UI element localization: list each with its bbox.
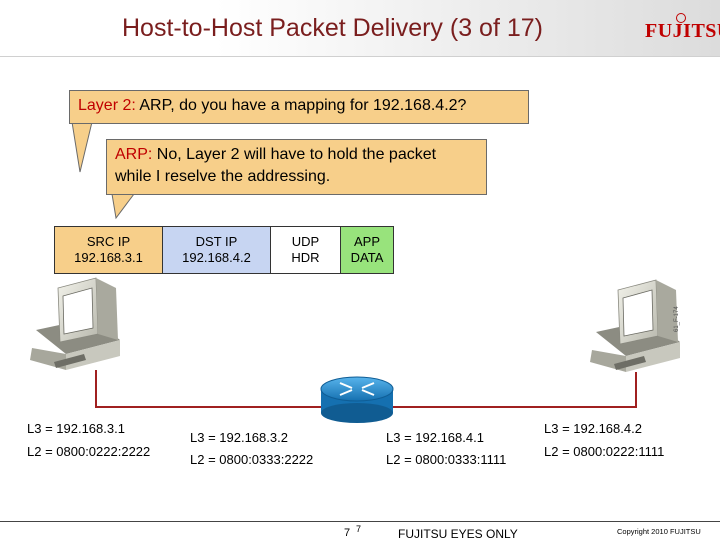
answer-text-line1: No, Layer 2 will have to hold the packet <box>152 146 437 163</box>
packet-cell-line2: 192.168.4.2 <box>182 250 251 265</box>
router-right-l2: L2 = 0800:0333:1111 <box>386 452 507 467</box>
packet-diagram: SRC IP 192.168.3.1 DST IP 192.168.4.2 UD… <box>54 226 394 274</box>
question-bubble: Layer 2: ARP, do you have a mapping for … <box>69 90 529 124</box>
packet-cell-line1: DST IP <box>195 234 238 249</box>
packet-cell-line2: 192.168.3.1 <box>74 250 143 265</box>
answer-label: ARP: <box>115 146 153 163</box>
header-band <box>0 0 720 56</box>
router-right-l3: L3 = 192.168.4.1 <box>386 430 484 445</box>
router-left-l3: L3 = 192.168.3.2 <box>190 430 288 445</box>
packet-cell-line1: APP <box>353 234 380 249</box>
page-number-secondary: 7 <box>356 524 362 534</box>
right-host-l3: L3 = 192.168.4.2 <box>544 421 642 436</box>
left-host-l2: L2 = 0800:0222:2222 <box>27 444 151 459</box>
packet-cell-app-data: APP DATA <box>341 227 393 273</box>
question-label: Layer 2: <box>78 97 136 114</box>
computer-right-icon <box>590 279 680 372</box>
link-right <box>380 372 637 408</box>
fujitsu-logo: FUJITSU <box>645 20 720 42</box>
packet-cell-line1: UDP <box>291 234 320 249</box>
copyright-label: Copyright 2010 FUJITSU <box>617 527 701 536</box>
classification-label: FUJITSU EYES ONLY <box>398 527 518 540</box>
packet-cell-line1: SRC IP <box>86 234 131 249</box>
slide-title: Host-to-Host Packet Delivery (3 of 17) <box>122 14 543 42</box>
page-number: 7 <box>344 527 351 539</box>
footer-divider <box>0 521 720 522</box>
packet-cell-dst-ip: DST IP 192.168.4.2 <box>163 227 271 273</box>
packet-cell-udp-hdr: UDP HDR <box>271 227 341 273</box>
router-icon <box>320 376 394 423</box>
router-left-l2: L2 = 0800:0333:2222 <box>190 452 314 467</box>
link-left <box>95 370 330 408</box>
packet-cell-line2: DATA <box>350 250 384 265</box>
logo-infinity-icon <box>676 13 686 23</box>
question-text: ARP, do you have a mapping for 192.168.4… <box>135 97 467 114</box>
right-host-l2: L2 = 0800:0222:1111 <box>544 444 665 459</box>
computer-left-icon <box>30 277 120 370</box>
side-code: 61_F-174 <box>674 306 680 332</box>
answer-text-line2: while I reselve the addressing. <box>115 168 331 185</box>
packet-cell-line2: HDR <box>291 250 320 265</box>
left-host-l3: L3 = 192.168.3.1 <box>27 421 125 436</box>
header-divider <box>0 56 720 57</box>
packet-cell-src-ip: SRC IP 192.168.3.1 <box>55 227 163 273</box>
answer-bubble: ARP: No, Layer 2 will have to hold the p… <box>106 139 487 195</box>
